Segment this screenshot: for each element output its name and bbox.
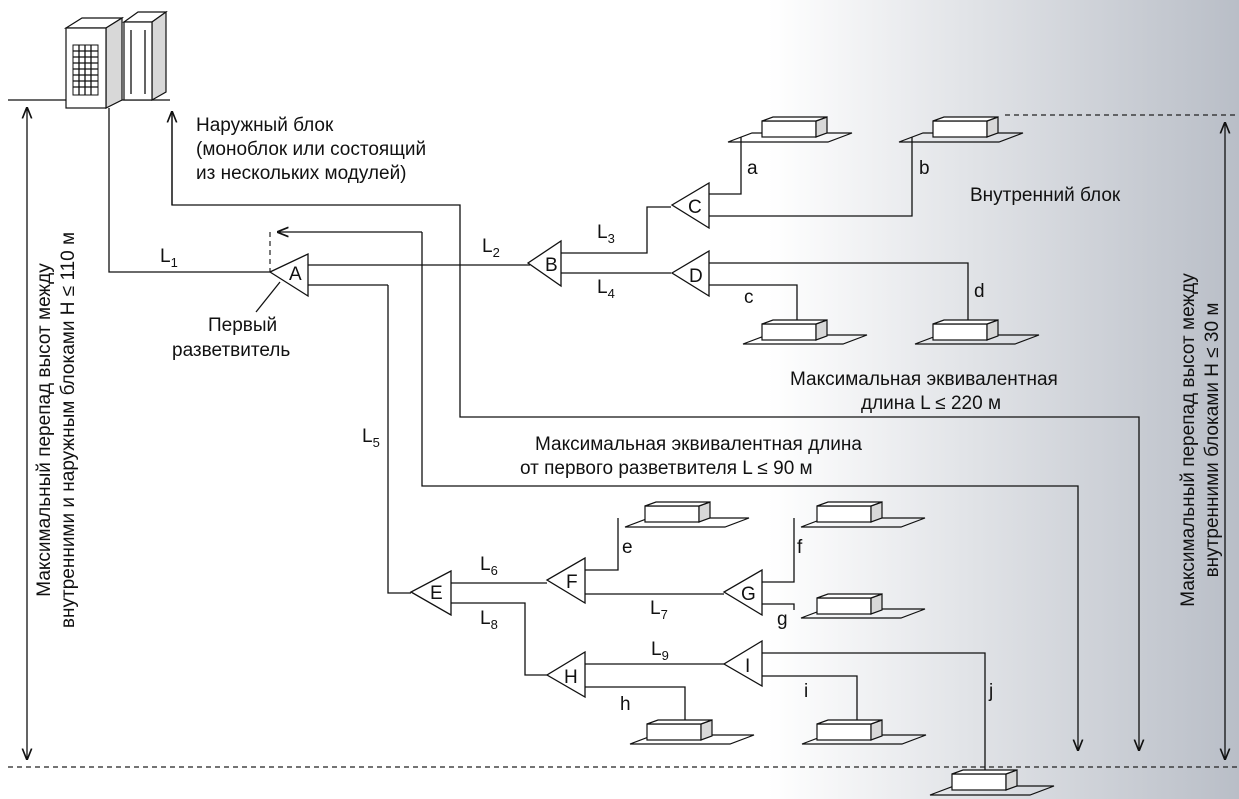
branch-D: D: [670, 249, 710, 298]
pipe-label-L1: L1: [160, 246, 178, 270]
indoor-unit-c: [742, 319, 868, 345]
branch-G: G: [722, 568, 763, 617]
right-height-label: Максимальный перепад высот между внутрен…: [1178, 273, 1223, 607]
branch-label-G: G: [741, 584, 756, 605]
branch-F: F: [545, 556, 586, 605]
branch-label-B: B: [545, 255, 558, 276]
branch-I: I: [722, 639, 763, 688]
max-first-branch-label-2: от первого разветвителя L ≤ 90 м: [520, 458, 813, 479]
first-branch-label-2: разветвитель: [172, 340, 290, 361]
first-branch-pointer: [255, 281, 281, 313]
pipe-label-L6: L6: [480, 554, 498, 578]
left-height-label-2: внутренними и наружным блоками H ≤ 110 м: [58, 232, 79, 628]
pipe-network: [108, 108, 986, 770]
indoor-unit-i: [801, 719, 927, 745]
branch-label-D: D: [689, 266, 703, 287]
branch-label-C: C: [688, 197, 702, 218]
right-height-label-2: внутренними блоками H ≤ 30 м: [1202, 303, 1223, 578]
indoor-label-e: e: [622, 537, 633, 558]
indoor-label-h: h: [620, 694, 631, 715]
indoor-label-g: g: [777, 609, 788, 630]
indoor-label-a: a: [747, 158, 758, 179]
pipe-label-L2: L2: [482, 236, 500, 260]
indoor-unit-e: [624, 501, 750, 528]
indoor-unit-h: [629, 719, 755, 745]
outdoor-unit-label-2: (моноблок или состоящий: [196, 139, 426, 160]
pipe-label-L3: L3: [597, 222, 615, 246]
branch-label-I: I: [745, 656, 750, 677]
max-first-branch-label-1: Максимальная эквивалентная длина: [535, 434, 862, 455]
branch-A: A: [268, 252, 309, 298]
outdoor-unit: [63, 10, 168, 109]
max-length-label-2: длина L ≤ 220 м: [861, 393, 1001, 414]
outdoor-unit-label-3: из нескольких модулей): [196, 163, 407, 184]
left-height-label: Максимальный перепад высот между внутрен…: [34, 232, 79, 628]
branch-label-E: E: [430, 583, 443, 604]
outdoor-grille: [72, 44, 99, 96]
pipe-label-L7: L7: [650, 598, 668, 622]
first-branch-label-1: Первый: [208, 315, 277, 336]
outdoor-unit-label-1: Наружный блок: [196, 115, 334, 136]
indoor-label-f: f: [797, 537, 803, 558]
left-height-label-1: Максимальный перепад высот между: [34, 263, 55, 597]
indoor-unit-a: [727, 116, 853, 143]
measurement-lines: [27, 108, 1225, 759]
pipe-label-L9: L9: [651, 639, 669, 663]
branch-H: H: [545, 650, 586, 699]
indoor-label-i: i: [804, 681, 808, 702]
indoor-label-c: c: [744, 287, 754, 308]
pipe-label-L5: L5: [362, 426, 380, 450]
branch-label-A: A: [289, 264, 302, 285]
branch-B: B: [526, 239, 562, 288]
indoor-unit-g: [800, 593, 926, 619]
branch-C: C: [670, 181, 710, 230]
max-length-label-1: Максимальная эквивалентная: [790, 369, 1058, 390]
branch-label-H: H: [564, 667, 578, 688]
branch-label-F: F: [566, 572, 578, 593]
indoor-unit-d: [914, 319, 1040, 345]
indoor-label-j: j: [988, 681, 993, 702]
indoor-unit-f: [800, 501, 926, 528]
indoor-unit-caption: Внутренний блок: [970, 185, 1121, 206]
indoor-unit-j: [929, 769, 1055, 796]
branch-E: E: [409, 569, 452, 617]
indoor-unit-b: [898, 116, 1024, 143]
pipe-label-L8: L8: [480, 608, 498, 632]
pipe-label-L4: L4: [597, 277, 615, 301]
right-height-label-1: Максимальный перепад высот между: [1178, 273, 1199, 607]
indoor-label-d: d: [974, 281, 985, 302]
indoor-label-b: b: [919, 158, 930, 179]
